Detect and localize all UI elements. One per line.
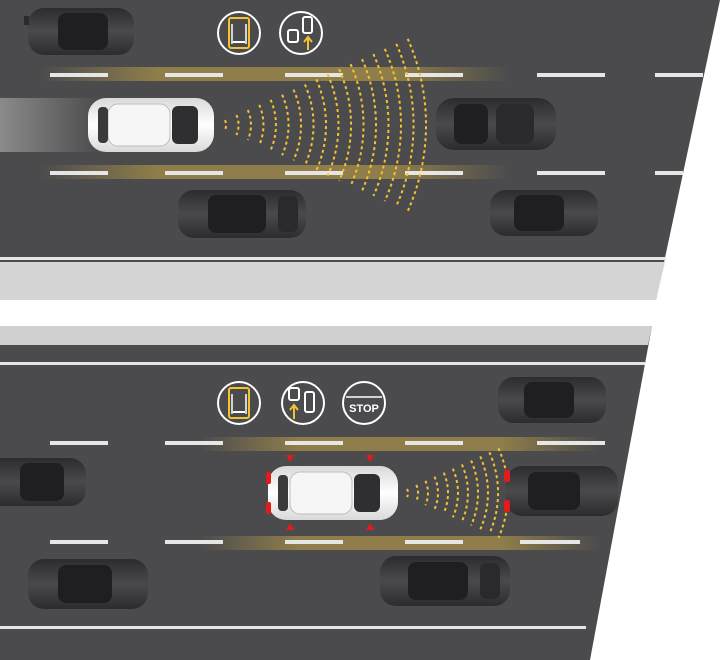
other-car bbox=[498, 377, 606, 423]
sensor-arc bbox=[479, 455, 489, 531]
lane-markings bbox=[50, 73, 703, 175]
stop-icon: STOP bbox=[342, 381, 386, 425]
sensor-arc bbox=[451, 468, 459, 518]
lane-glow-bottom bbox=[40, 165, 510, 179]
panel-bottom: STOP bbox=[0, 326, 652, 660]
other-car bbox=[380, 556, 510, 606]
motion-trail bbox=[0, 98, 100, 152]
lane-keep-icon bbox=[217, 11, 261, 55]
other-car bbox=[0, 458, 86, 506]
pedal-brake-icon bbox=[281, 381, 325, 425]
lane-glow-top bbox=[40, 67, 510, 81]
sensor-arc bbox=[246, 109, 252, 141]
ego-car bbox=[88, 98, 214, 152]
lane-keep-icon bbox=[217, 381, 261, 425]
road-shoulder bbox=[0, 326, 652, 345]
other-car bbox=[436, 98, 556, 150]
brake-warning-markers bbox=[286, 455, 374, 530]
sensor-arc bbox=[292, 89, 303, 161]
road-edge-line bbox=[0, 362, 645, 365]
radar-sensor-waves bbox=[224, 38, 427, 212]
sensor-arc bbox=[383, 48, 402, 202]
sensor-arc bbox=[488, 451, 499, 535]
panel-top bbox=[0, 0, 720, 300]
lead-car-braking bbox=[504, 466, 618, 516]
sensor-arc bbox=[442, 472, 450, 514]
sensor-arc bbox=[338, 68, 353, 182]
sensor-arc bbox=[395, 43, 415, 207]
road-edge-line bbox=[0, 626, 586, 629]
other-car bbox=[490, 190, 598, 236]
sensor-arc bbox=[361, 58, 377, 192]
sensor-arc bbox=[303, 84, 315, 166]
other-car bbox=[178, 190, 306, 238]
sensor-arc bbox=[470, 460, 479, 526]
road-edge-line bbox=[0, 257, 666, 260]
other-car bbox=[28, 559, 148, 609]
pedal-accelerate-icon bbox=[279, 11, 323, 55]
lane-markings bbox=[50, 441, 605, 544]
radar-sensor-waves bbox=[406, 447, 509, 539]
sensor-arc bbox=[415, 484, 419, 502]
other-car bbox=[24, 8, 134, 55]
sensor-arc bbox=[433, 476, 439, 510]
stop-label: STOP bbox=[349, 403, 379, 415]
sensor-arc bbox=[406, 488, 409, 498]
sensor-arc bbox=[224, 119, 228, 131]
lane-glow-top bbox=[200, 437, 600, 451]
ego-car-braking bbox=[266, 466, 398, 520]
lane-glow-bottom bbox=[200, 536, 600, 550]
sensor-arc bbox=[258, 104, 265, 146]
road-shoulder bbox=[0, 262, 665, 300]
sensor-arc bbox=[372, 53, 390, 197]
sensor-arc bbox=[269, 99, 277, 151]
sensor-arc bbox=[349, 63, 365, 187]
sensor-arc bbox=[326, 73, 340, 177]
sensor-arc bbox=[281, 94, 290, 156]
sensor-arc bbox=[424, 480, 429, 506]
sensor-arc bbox=[235, 114, 240, 136]
